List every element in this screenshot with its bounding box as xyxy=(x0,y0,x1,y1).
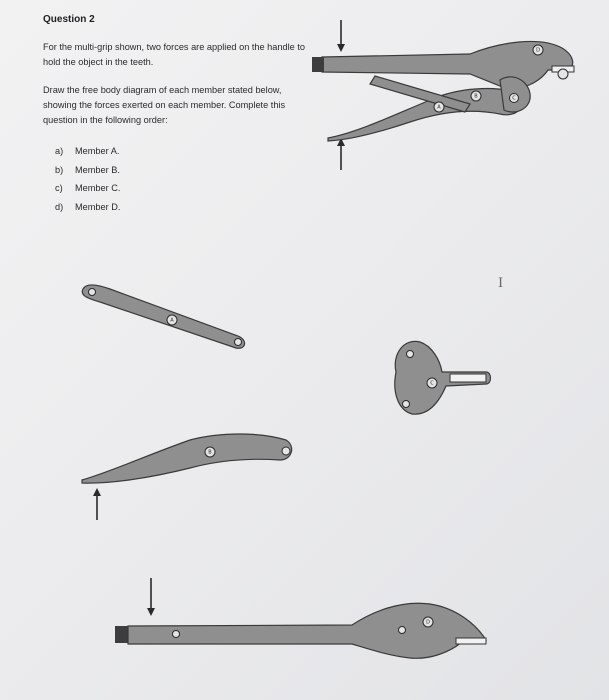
text-cursor-icon: I xyxy=(498,276,504,291)
label-c: C xyxy=(430,381,434,387)
question-title: Question 2 xyxy=(43,14,95,25)
list-item: b)Member B. xyxy=(55,164,120,175)
pin-hole xyxy=(88,288,96,296)
label-d: D xyxy=(426,620,430,626)
label-d: D xyxy=(536,48,540,54)
adjust-knob xyxy=(115,626,129,643)
force-arrowhead xyxy=(147,608,155,616)
label-b: B xyxy=(474,94,478,100)
force-arrowhead xyxy=(93,488,101,496)
adjust-knob xyxy=(312,57,324,72)
label-c-circle xyxy=(509,93,519,103)
member-c-body xyxy=(394,340,492,415)
list-item: d)Member D. xyxy=(55,201,121,212)
assembled-multi-grip: D A B C xyxy=(312,20,575,170)
label-d-circle xyxy=(532,44,544,56)
member-b-body xyxy=(81,433,293,484)
pin-hole xyxy=(406,350,414,358)
pin-hole xyxy=(281,446,291,456)
member-d-body xyxy=(127,602,488,659)
member-a-outline xyxy=(369,75,471,113)
question-intro: For the multi-grip shown, two forces are… xyxy=(43,42,305,67)
label-c: C xyxy=(512,96,516,102)
member-list: a)Member A. b)Member B. c)Member C. d)Me… xyxy=(55,142,120,216)
question-instructions: Draw the free body diagram of each membe… xyxy=(43,85,286,125)
label-b-circle xyxy=(204,446,216,458)
label-c-circle xyxy=(426,377,438,389)
member-a-diagram: A xyxy=(81,284,246,349)
member-d-diagram: D xyxy=(115,578,488,659)
jaw-face xyxy=(455,637,487,645)
member-a-body xyxy=(81,284,246,349)
label-a: A xyxy=(437,105,441,111)
force-arrowhead xyxy=(337,44,345,52)
label-b: B xyxy=(208,450,212,456)
label-a-circle xyxy=(166,314,178,326)
member-b-diagram: B xyxy=(81,433,293,520)
force-arrowhead xyxy=(337,138,345,146)
label-a-circle xyxy=(433,101,445,113)
pin-hole xyxy=(234,338,242,346)
jaw-face xyxy=(449,373,487,383)
label-b-circle xyxy=(470,90,482,102)
member-c-diagram: C xyxy=(394,340,492,415)
list-item: a)Member A. xyxy=(55,146,120,156)
pin-hole xyxy=(398,626,406,634)
list-item: c)Member C. xyxy=(55,183,121,193)
label-a: A xyxy=(170,318,174,324)
label-d-circle xyxy=(422,616,434,628)
pin-hole xyxy=(172,630,180,638)
pivot-pin xyxy=(557,68,569,80)
pin-hole xyxy=(402,400,410,408)
